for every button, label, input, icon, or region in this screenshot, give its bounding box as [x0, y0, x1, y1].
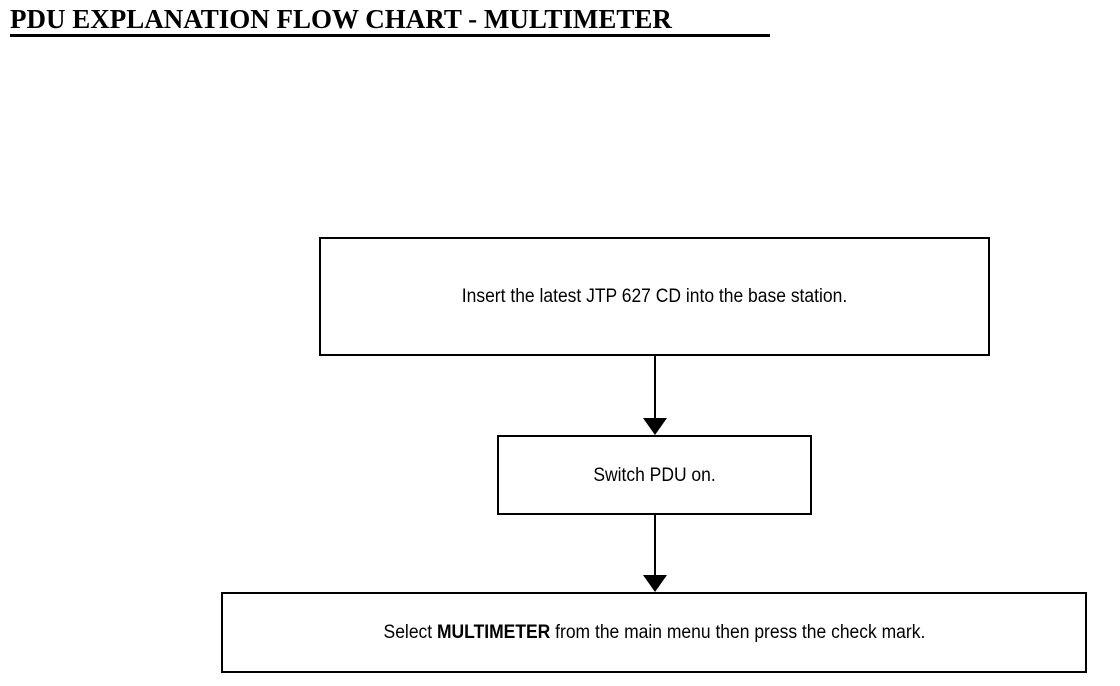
flow-node-select-multimeter-label: Select MULTIMETER from the main menu the… [374, 617, 934, 648]
flow-node-insert-cd-label: Insert the latest JTP 627 CD into the ba… [461, 286, 848, 307]
connector-arrow-1 [643, 356, 667, 435]
flow-node-select-multimeter: Select MULTIMETER from the main menu the… [221, 592, 1087, 673]
flow-node-switch-pdu-on: Switch PDU on. [497, 435, 812, 515]
page-title-underline [10, 34, 770, 37]
flow-node-switch-pdu-on-label: Switch PDU on. [593, 464, 716, 486]
flow-node-insert-cd: Insert the latest JTP 627 CD into the ba… [319, 237, 990, 356]
page-title: PDU EXPLANATION FLOW CHART - MULTIMETER [10, 4, 672, 34]
connector-arrow-2-stem [654, 515, 656, 575]
connector-arrow-1-stem [654, 356, 656, 418]
select-multimeter-text-emphasis: MULTIMETER [436, 622, 550, 643]
connector-arrow-2 [643, 515, 667, 592]
select-multimeter-text-before: Select [383, 622, 437, 643]
arrow-down-icon [643, 575, 667, 592]
select-multimeter-text-after: from the main menu then press the check … [549, 622, 925, 643]
arrow-down-icon [643, 418, 667, 435]
